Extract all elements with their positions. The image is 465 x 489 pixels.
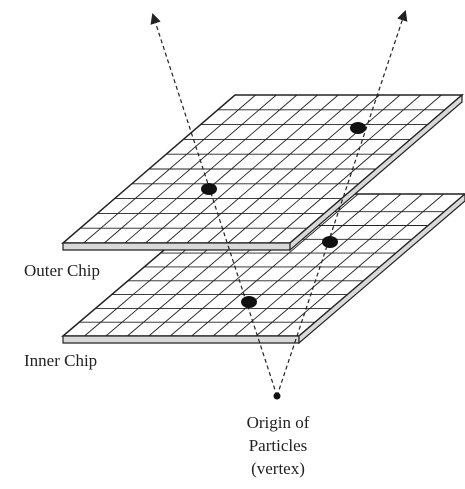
origin-label-line1: Origin of (247, 413, 310, 432)
particle-track-right (276, 9, 408, 397)
hit-point-outer-left (201, 183, 217, 195)
inner-chip-label: Inner Chip (24, 351, 97, 370)
particle-tracks (150, 9, 408, 397)
origin-label-line3: (vertex) (251, 459, 305, 478)
inner-chip (60, 193, 465, 345)
hit-point-inner-left (241, 296, 257, 308)
hit-point-outer-right (350, 122, 366, 134)
vertex-dot (273, 392, 281, 400)
outer-chip-grid (80, 94, 445, 244)
outer-chip-label: Outer Chip (24, 261, 100, 280)
hit-point-inner-right (322, 236, 338, 248)
particle-track-left (150, 12, 278, 397)
origin-label-line2: Particles (249, 436, 308, 455)
hit-points (201, 122, 366, 308)
